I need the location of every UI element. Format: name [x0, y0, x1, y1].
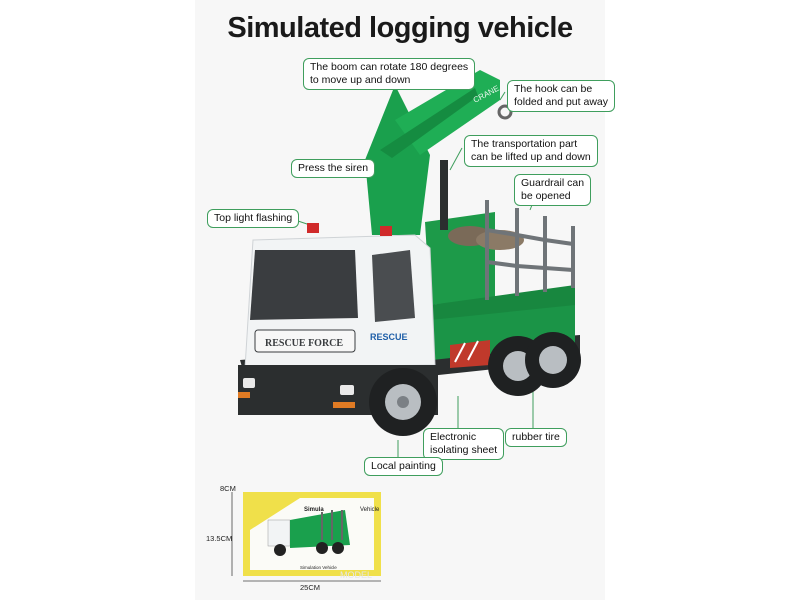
package-corner-label: Vehicle [360, 507, 380, 513]
isolating-callout: Electronic isolating sheet [423, 428, 505, 460]
toplight-callout: Top light flashing [207, 209, 300, 228]
truck-cab: RESCUE FORCE RESCUE [238, 223, 438, 415]
package-top-label: Simula [304, 507, 324, 513]
guardrail [485, 200, 575, 300]
transport-callout: The transportation part can be lifted up… [464, 135, 598, 167]
page-title: Simulated logging vehicle [227, 12, 573, 44]
guardrail-callout: Guardrail can be opened [514, 174, 592, 206]
boom-callout: The boom can rotate 180 degrees to move … [303, 58, 476, 90]
tire-callout: rubber tire [505, 428, 567, 447]
hook-callout: The hook can be folded and put away [507, 80, 615, 112]
painting-callout: Local painting [364, 457, 443, 476]
crane-boom: CRANE [365, 70, 513, 235]
side-text: RESCUE [370, 332, 408, 342]
siren-light [307, 223, 319, 233]
siren-callout: Press the siren [291, 159, 376, 178]
package-watermark: MODEL [340, 570, 372, 580]
package-thumbnail: Simula Vehicle Simulation Vehicle MODEL [243, 492, 381, 580]
package-bottom-label: Simulation Vehicle [300, 565, 337, 570]
height-small-label: 8CM [220, 484, 236, 493]
width-label: 25CM [300, 583, 321, 592]
top-light [380, 226, 392, 236]
height-label: 13.5CM [206, 534, 233, 543]
wheels [369, 332, 581, 436]
door-text: RESCUE FORCE [265, 338, 343, 349]
